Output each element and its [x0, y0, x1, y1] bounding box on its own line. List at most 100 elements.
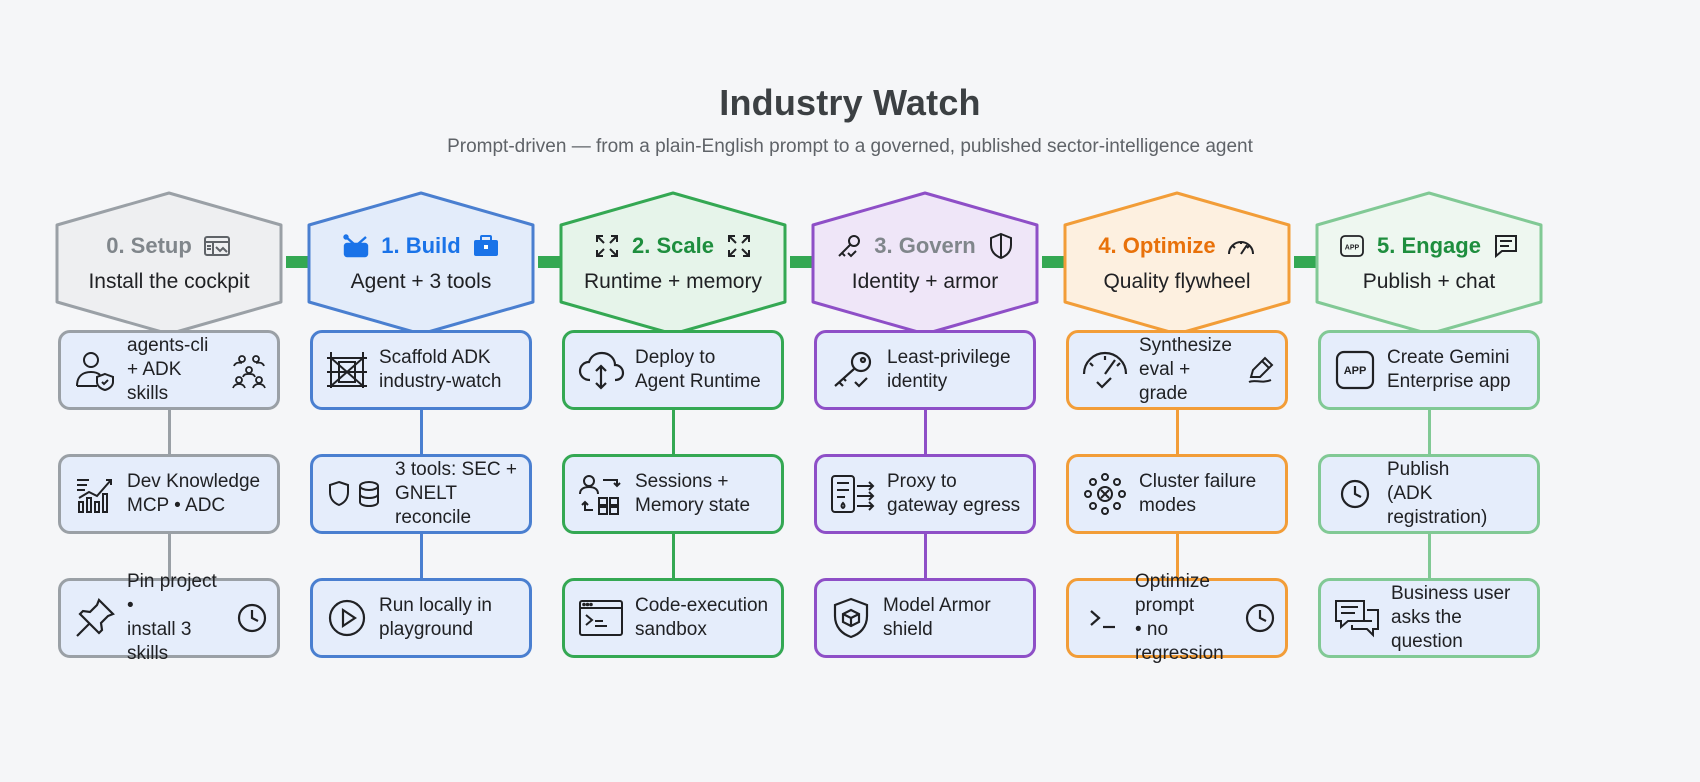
scaffold-icon: [325, 348, 369, 392]
step-card: APP Create Gemini Enterprise app: [1318, 330, 1540, 410]
step-card-text: Cluster failure modes: [1139, 471, 1257, 516]
step-card-text: Pin project • install 3 skills: [127, 571, 217, 664]
step-card-text: Model Armor shield: [883, 595, 991, 640]
step-card-text: Business user asks the question: [1391, 583, 1511, 652]
sessions-icon: [577, 472, 625, 516]
step-card-text: agents-cli + ADK skills: [127, 335, 209, 404]
stage-header: 4. Optimize: [1062, 231, 1292, 261]
pen-icon: [1243, 350, 1277, 390]
cloud-icon: [577, 348, 625, 392]
proxy-icon: [829, 472, 877, 516]
step-card-text: Dev Knowledge MCP • ADC: [127, 471, 261, 516]
hexagon-shape: [307, 191, 535, 336]
stage-label: 4. Optimize: [1098, 233, 1216, 258]
stage-header: 2. Scale: [558, 231, 788, 261]
step-card-text: Least-privilege identity: [887, 347, 1011, 392]
window-icon: [202, 231, 232, 261]
gauge-check-icon: [1081, 348, 1129, 392]
step-card-text: Proxy to gateway egress: [887, 471, 1021, 516]
key-icon: [834, 231, 864, 261]
page-title: Industry Watch: [719, 82, 981, 123]
prompt-icon: [1081, 596, 1125, 640]
step-card-text: Scaffold ADK industry-watch: [379, 347, 502, 392]
step-card: Dev Knowledge MCP • ADC: [58, 454, 280, 534]
people-icon: [229, 350, 269, 390]
step-card: Publish (ADK registration): [1318, 454, 1540, 534]
stage-label: 5. Engage: [1377, 233, 1481, 258]
stage-subtitle: Identity + armor: [851, 270, 999, 293]
shield-db-icon: [325, 472, 385, 516]
clock-icon: [1333, 472, 1377, 516]
stage-header: 3. Govern: [810, 231, 1040, 261]
key-check-icon: [829, 348, 877, 392]
step-card-text: Optimize prompt • no regression: [1135, 571, 1224, 664]
doc-chart-icon: [73, 472, 117, 516]
step-card: Model Armor shield: [814, 578, 1036, 658]
step-card: Deploy to Agent Runtime: [562, 330, 784, 410]
hexagon-shape: [1063, 191, 1291, 336]
chat-icon: [1491, 231, 1521, 261]
hexagon-shape: [55, 191, 283, 336]
step-card: Run locally in playground: [310, 578, 532, 658]
step-card-text: 3 tools: SEC + GNELT reconcile: [395, 459, 517, 528]
step-card: Pin project • install 3 skills: [58, 571, 280, 664]
gauge-icon: [1226, 231, 1256, 261]
move-icon: [592, 231, 622, 261]
stage-label: 1. Build: [381, 233, 461, 258]
stage-label: 2. Scale: [632, 233, 714, 258]
svg-text:APP: APP: [1344, 365, 1367, 377]
clock-icon: [235, 598, 269, 638]
page-subtitle: Prompt-driven — from a plain-English pro…: [447, 136, 1253, 157]
step-card: Code-execution sandbox: [562, 578, 784, 658]
expand-icon: [724, 231, 754, 261]
stage-label: 3. Govern: [874, 233, 976, 258]
cluster-icon: [1081, 472, 1129, 516]
step-card: Least-privilege identity: [814, 330, 1036, 410]
stage-header: 0. Setup: [54, 231, 284, 261]
step-card-text: Run locally in playground: [379, 595, 492, 640]
step-card: Cluster failure modes: [1066, 454, 1288, 534]
stage-subtitle: Install the cockpit: [88, 270, 250, 293]
step-card: Synthesize eval + grade: [1066, 330, 1288, 410]
step-card-text: Create Gemini Enterprise app: [1387, 347, 1511, 392]
briefcase-icon: [471, 231, 501, 261]
step-card: Sessions + Memory state: [562, 454, 784, 534]
terminal-window-icon: [577, 596, 625, 640]
stage-subtitle: Runtime + memory: [584, 270, 762, 293]
step-card-text: Deploy to Agent Runtime: [635, 347, 761, 392]
stage-header: 1. Build: [306, 231, 536, 261]
app-icon: APP: [1333, 348, 1377, 392]
hexagon-shape: [811, 191, 1039, 336]
step-card-text: Code-execution sandbox: [635, 595, 769, 640]
cube-shield-icon: [829, 596, 873, 640]
stage-label: 0. Setup: [106, 233, 192, 258]
step-card-text: Sessions + Memory state: [635, 471, 751, 516]
step-card-text: Synthesize eval + grade: [1139, 335, 1232, 404]
user-shield-icon: [73, 348, 117, 392]
stage-subtitle: Publish + chat: [1362, 270, 1496, 293]
stage-subtitle: Quality flywheel: [1103, 270, 1251, 293]
pushpin-icon: [73, 596, 117, 640]
step-card-text: Publish (ADK registration): [1387, 459, 1488, 528]
app-icon: APP: [1337, 231, 1367, 261]
step-card: agents-cli + ADK skills: [58, 330, 280, 410]
hexagon-shape: [559, 191, 787, 336]
step-card: Scaffold ADK industry-watch: [310, 330, 532, 410]
clock-icon: [1243, 598, 1277, 638]
chat-bubbles-icon: [1333, 596, 1381, 640]
stage-header: APP 5. Engage: [1314, 231, 1544, 261]
step-card: Optimize prompt • no regression: [1066, 571, 1288, 664]
step-card: Proxy to gateway egress: [814, 454, 1036, 534]
svg-text:APP: APP: [1345, 245, 1360, 252]
stage-subtitle: Agent + 3 tools: [350, 270, 492, 293]
tools-icon: [341, 231, 371, 261]
hexagon-shape: [1315, 191, 1543, 336]
shield-icon: [986, 231, 1016, 261]
play-icon: [325, 596, 369, 640]
